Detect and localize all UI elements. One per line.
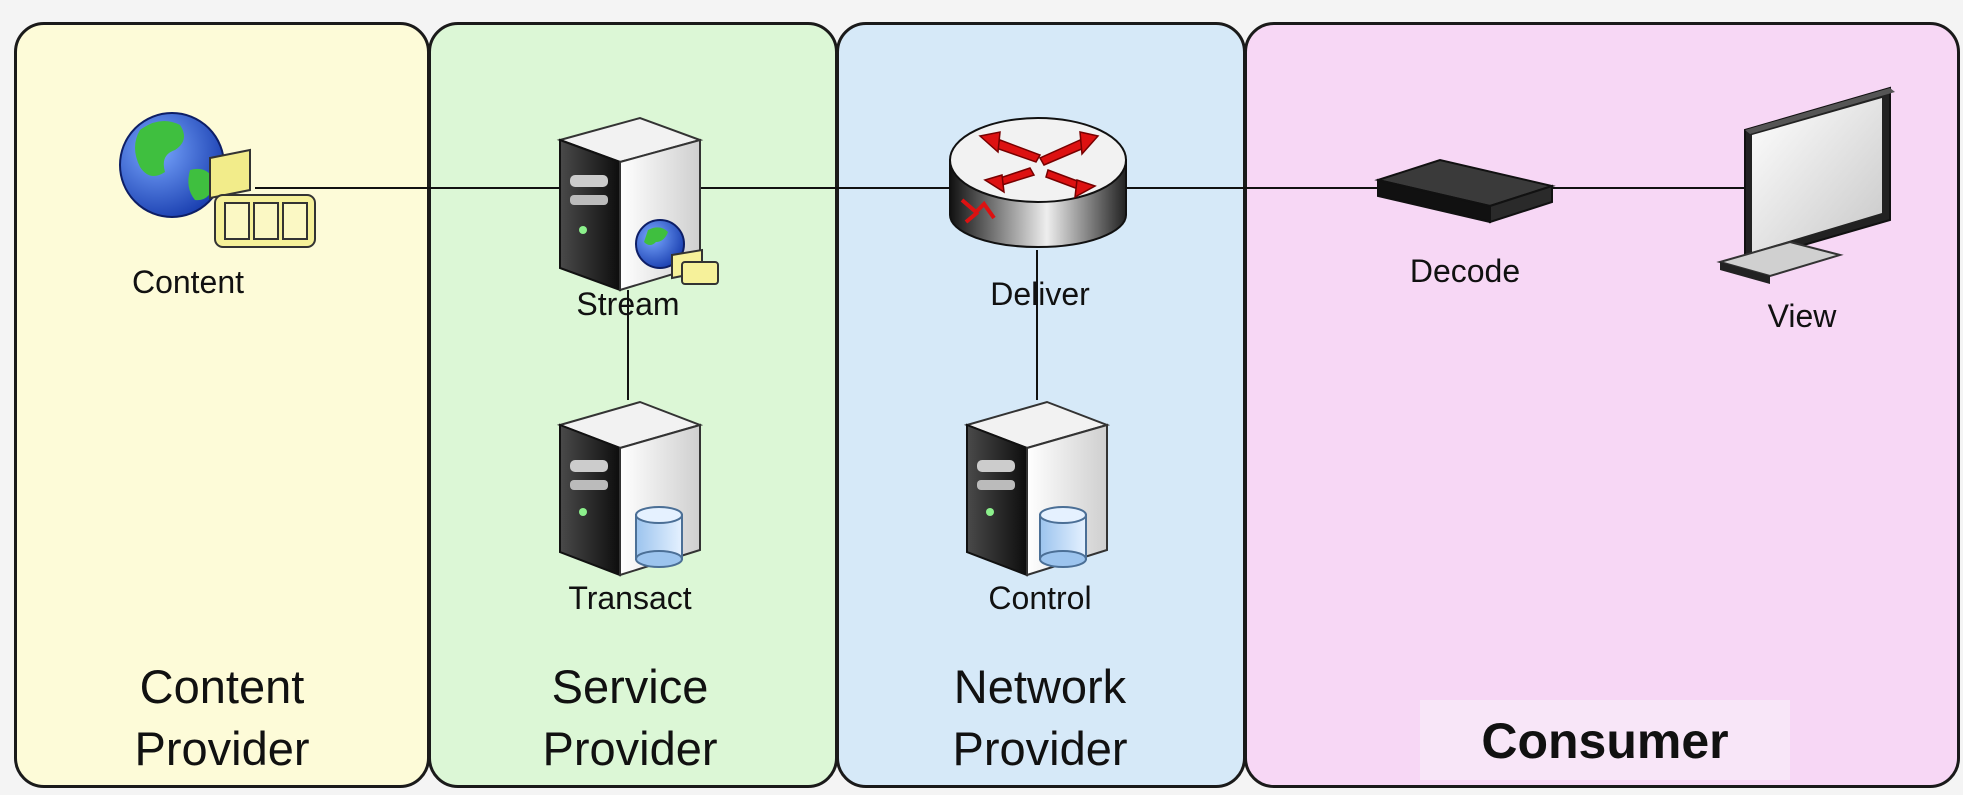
transact-node-label: Transact — [568, 580, 692, 616]
decode-node-label: Decode — [1409, 253, 1521, 289]
network-provider-title-line2: Provider — [952, 722, 1128, 775]
transact-server-icon — [556, 400, 704, 577]
stream-node-label: Stream — [576, 286, 680, 322]
service-provider-title-line1: Service — [551, 660, 709, 713]
service-provider-title: Service Provider — [542, 656, 717, 780]
consumer-label-background — [1420, 700, 1790, 780]
content-provider-title-line2: Provider — [134, 722, 310, 775]
content-node-label: Content — [131, 264, 245, 300]
monitor-icon — [1716, 86, 1895, 284]
service-provider-title-line2: Provider — [542, 722, 718, 775]
database-icon — [1039, 506, 1087, 568]
content-provider-title: Content Provider — [134, 656, 309, 780]
network-provider-title-line1: Network — [953, 660, 1127, 713]
router-icon — [949, 117, 1127, 248]
consumer-title: Consumer — [1481, 713, 1729, 769]
control-node-label: Control — [988, 580, 1092, 616]
deliver-node-label: Deliver — [990, 276, 1090, 312]
control-server-icon — [963, 400, 1111, 577]
network-provider-title: Network Provider — [952, 656, 1127, 780]
server-globe-icon — [556, 116, 719, 292]
database-icon — [635, 506, 683, 568]
set-top-box-icon — [1374, 158, 1556, 224]
view-node-label: View — [1767, 298, 1837, 334]
content-provider-title-line1: Content — [139, 660, 305, 713]
globe-film-icon — [119, 112, 316, 248]
